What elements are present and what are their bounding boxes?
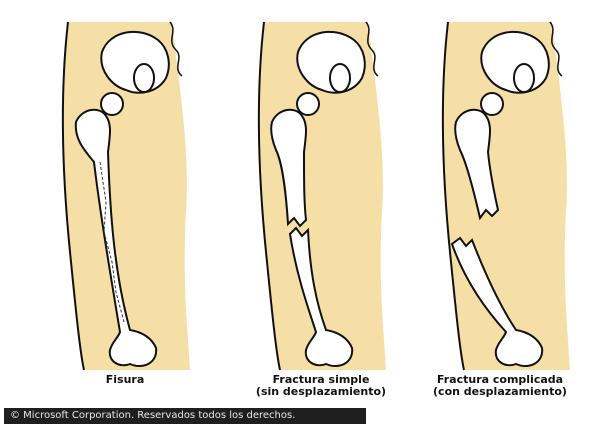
caption-line1: Fisura <box>40 374 210 386</box>
leg-fractura-complicada-illustration <box>420 12 590 372</box>
caption-fisura: Fisura <box>40 374 210 386</box>
femur-head <box>101 93 123 115</box>
femur-head <box>297 93 319 115</box>
caption-fractura-simple: Fractura simple (sin desplazamiento) <box>226 374 416 398</box>
caption-fractura-complicada: Fractura complicada (con desplazamiento) <box>406 374 594 398</box>
leg-fisura-illustration <box>40 12 210 372</box>
caption-line2: (sin desplazamiento) <box>226 386 416 398</box>
pelvis-hole <box>514 64 534 92</box>
panel-fractura-simple: Fractura simple (sin desplazamiento) <box>236 12 406 372</box>
leg-fractura-simple-illustration <box>236 12 406 372</box>
femur-head <box>481 93 503 115</box>
pelvis-hole <box>134 64 154 92</box>
pelvis-hole <box>330 64 350 92</box>
panel-fractura-complicada: Fractura complicada (con desplazamiento) <box>420 12 590 372</box>
caption-line2: (con desplazamiento) <box>406 386 594 398</box>
panel-fisura: Fisura <box>40 12 210 372</box>
copyright-bar: © Microsoft Corporation. Reservados todo… <box>4 408 366 424</box>
